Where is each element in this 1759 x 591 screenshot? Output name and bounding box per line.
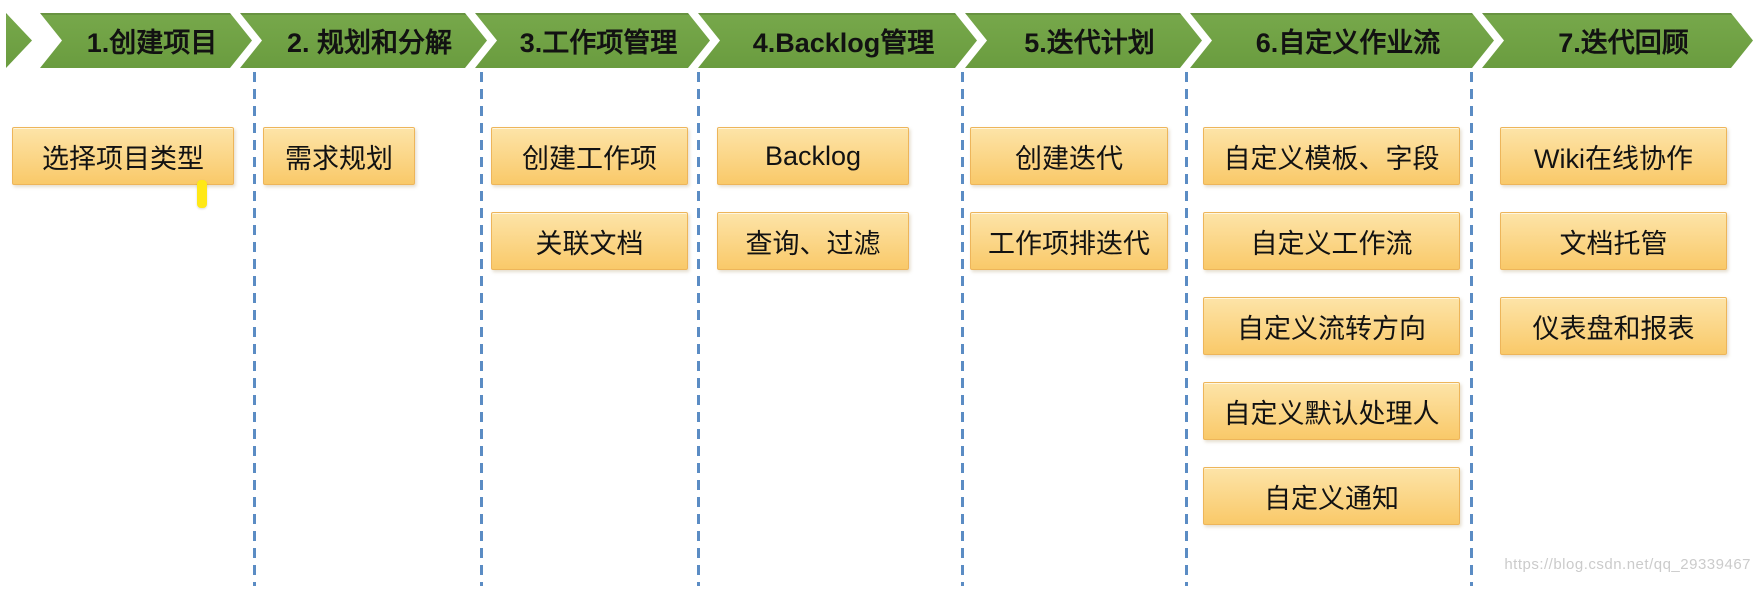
task-box-create-iteration: 创建迭代 xyxy=(970,127,1168,185)
column-divider xyxy=(1185,72,1188,586)
stage-plan-and-breakdown: 2. 规划和分解 xyxy=(240,13,487,68)
column-divider xyxy=(961,72,964,586)
stage-band-start-arrow-icon xyxy=(6,13,32,68)
stage-iteration-plan: 5.迭代计划 xyxy=(965,13,1202,68)
task-box-dashboard-reports: 仪表盘和报表 xyxy=(1500,297,1727,355)
column-divider xyxy=(1470,72,1473,586)
task-box-link-document: 关联文档 xyxy=(491,212,688,270)
stage-label: 2. 规划和分解 xyxy=(286,28,453,58)
stage-workitem-management: 3.工作项管理 xyxy=(475,13,710,68)
task-box-query-filter: 查询、过滤 xyxy=(717,212,909,270)
task-box-select-project-type: 选择项目类型 xyxy=(12,127,234,185)
stage-label: 5.迭代计划 xyxy=(1024,28,1155,58)
stage-label: 1.创建项目 xyxy=(86,28,218,58)
stage-label: 3.工作项管理 xyxy=(519,28,678,58)
task-box-custom-transition-direction: 自定义流转方向 xyxy=(1203,297,1460,355)
stage-backlog-management: 4.Backlog管理 xyxy=(698,13,977,68)
task-box-custom-template-fields: 自定义模板、字段 xyxy=(1203,127,1460,185)
highlight-caret xyxy=(197,180,207,208)
stage-custom-workflow: 6.自定义作业流 xyxy=(1190,13,1494,68)
stage-label: 4.Backlog管理 xyxy=(752,28,935,58)
task-box-custom-notification: 自定义通知 xyxy=(1203,467,1460,525)
task-box-requirement-planning: 需求规划 xyxy=(263,127,415,185)
stage-label: 7.迭代回顾 xyxy=(1558,28,1689,58)
task-box-workitem-to-iteration: 工作项排迭代 xyxy=(970,212,1168,270)
task-box-create-workitem: 创建工作项 xyxy=(491,127,688,185)
task-box-custom-workflow: 自定义工作流 xyxy=(1203,212,1460,270)
stage-create-project: 1.创建项目 xyxy=(40,13,252,68)
watermark-url: https://blog.csdn.net/qq_29339467 xyxy=(1504,556,1751,573)
task-box-backlog: Backlog xyxy=(717,127,909,185)
column-divider xyxy=(253,72,256,586)
task-box-document-hosting: 文档托管 xyxy=(1500,212,1727,270)
column-divider xyxy=(697,72,700,586)
stage-label: 6.自定义作业流 xyxy=(1255,28,1441,58)
column-divider xyxy=(480,72,483,586)
task-box-custom-default-assignee: 自定义默认处理人 xyxy=(1203,382,1460,440)
stage-iteration-review: 7.迭代回顾 xyxy=(1482,13,1753,68)
task-box-wiki-collaboration: Wiki在线协作 xyxy=(1500,127,1727,185)
